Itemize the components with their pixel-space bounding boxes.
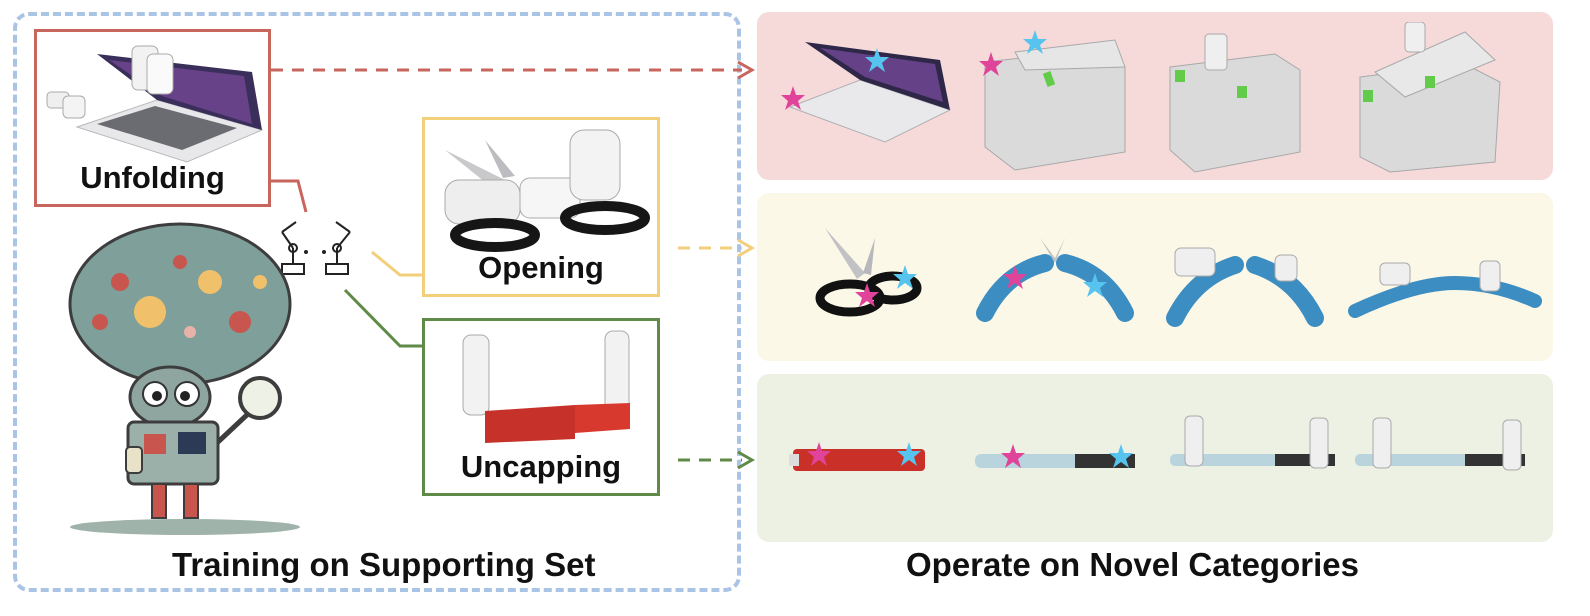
connector-unfolding: [271, 179, 308, 213]
training-panel: [13, 12, 741, 592]
box-icon-1: [984, 39, 1126, 171]
star-pink: [781, 86, 805, 110]
unfolding-box: Unfolding: [34, 29, 271, 207]
robot-scientist-icon: [68, 222, 300, 535]
pliers-icon-2: [1166, 247, 1324, 327]
connector-uncapping: [343, 288, 422, 348]
pen-icon-3: [1355, 417, 1525, 471]
opening-box: Opening: [422, 117, 660, 297]
task-label-uncapping: Uncapping: [460, 449, 622, 484]
scissors-icon: [815, 228, 922, 317]
laptop-with-gripper-icon: [46, 45, 264, 163]
caption-training: Training on Supporting Set: [172, 546, 596, 583]
caption-novel: Operate on Novel Categories: [906, 546, 1359, 583]
pen-icon-2: [1170, 415, 1335, 469]
task-label-unfolding: Unfolding: [80, 160, 225, 195]
robot-arms-icon: [281, 221, 351, 275]
pen-icon-1: [975, 454, 1135, 468]
connector-opening: [371, 250, 422, 277]
scissors-with-gripper-icon: [444, 129, 650, 252]
star-blue: [865, 48, 889, 72]
laptop-icon: [788, 42, 952, 143]
box-icon-2: [1169, 33, 1301, 173]
row-unfolding-objects: [781, 22, 1501, 173]
uncapping-box: Uncapping: [422, 318, 660, 496]
pen-with-gripper-icon: [462, 330, 630, 443]
pliers-icon-3: [1348, 260, 1542, 318]
row-opening-objects: [815, 228, 1542, 327]
row-uncapping-objects: [789, 415, 1525, 471]
task-label-opening: Opening: [478, 250, 604, 285]
box-icon-3: [1359, 22, 1501, 173]
